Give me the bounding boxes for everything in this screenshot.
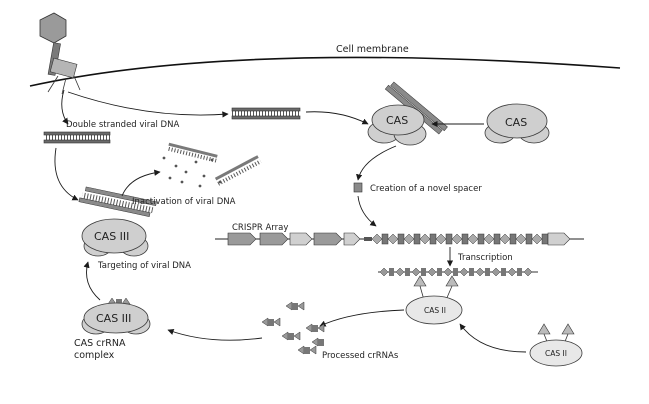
pre-crrna-transcript xyxy=(378,267,538,277)
bacteriophage-icon xyxy=(39,12,81,95)
cas-ii-free-blob xyxy=(529,323,583,367)
processed-crrnas-label: Processed crRNAs xyxy=(322,351,399,361)
cell-membrane-line xyxy=(29,56,621,87)
double-stranded-dna-label: Double stranded viral DNA xyxy=(66,120,179,130)
inactivation-label: Inactivation of viral DNA xyxy=(132,197,236,207)
arrow-complex-to-targeting xyxy=(83,261,101,301)
arrow-targeting-to-inactivation xyxy=(121,169,161,197)
cas-iii-targeting-label: CAS III xyxy=(94,230,129,243)
arrow-to-top-dna xyxy=(67,91,229,118)
viral-dna-top xyxy=(231,107,301,120)
cas-iii-targeting-blob xyxy=(78,186,157,257)
cas-acquisition-label: CAS xyxy=(386,114,408,127)
cas-acquisition-complex xyxy=(367,81,448,146)
arrow-cas-to-spacer xyxy=(356,145,397,181)
cell-membrane-label: Cell membrane xyxy=(336,44,409,55)
cas-crrna-complex-label-1: CAS crRNA xyxy=(74,338,126,349)
viral-dna-left xyxy=(43,131,111,144)
transcription-label: Transcription xyxy=(457,253,513,263)
arrow-crrnas-to-complex xyxy=(167,328,263,341)
processed-crrnas xyxy=(261,301,325,355)
cas-free-label: CAS xyxy=(505,116,527,129)
arrow-left-dna-to-targeting xyxy=(54,147,79,201)
cas-crrna-complex-label-2: complex xyxy=(74,350,115,361)
cas-ii-processing-label: CAS II xyxy=(424,306,446,315)
targeting-label: Targeting of viral DNA xyxy=(97,261,191,271)
arrow-dna-to-cas xyxy=(305,111,369,125)
novel-spacer-icon xyxy=(353,182,363,193)
arrow-to-left-dna xyxy=(61,89,69,125)
arrow-cas-ii-free-to-processing xyxy=(459,323,527,353)
novel-spacer-label: Creation of a novel spacer xyxy=(370,184,482,194)
cas-ii-free-label: CAS II xyxy=(545,349,567,358)
inactivated-dna-fragments xyxy=(162,142,262,188)
arrow-spacer-to-array xyxy=(357,195,377,227)
crispr-array xyxy=(215,232,584,246)
cas-free-blob xyxy=(484,103,550,144)
arrow-processing-to-crrnas xyxy=(319,309,405,327)
crispr-array-label: CRISPR Array xyxy=(232,223,288,233)
cas-ii-processing-blob xyxy=(405,275,463,325)
cas-iii-complex-label: CAS III xyxy=(96,312,131,325)
cas-iii-complex-blob xyxy=(81,297,151,335)
